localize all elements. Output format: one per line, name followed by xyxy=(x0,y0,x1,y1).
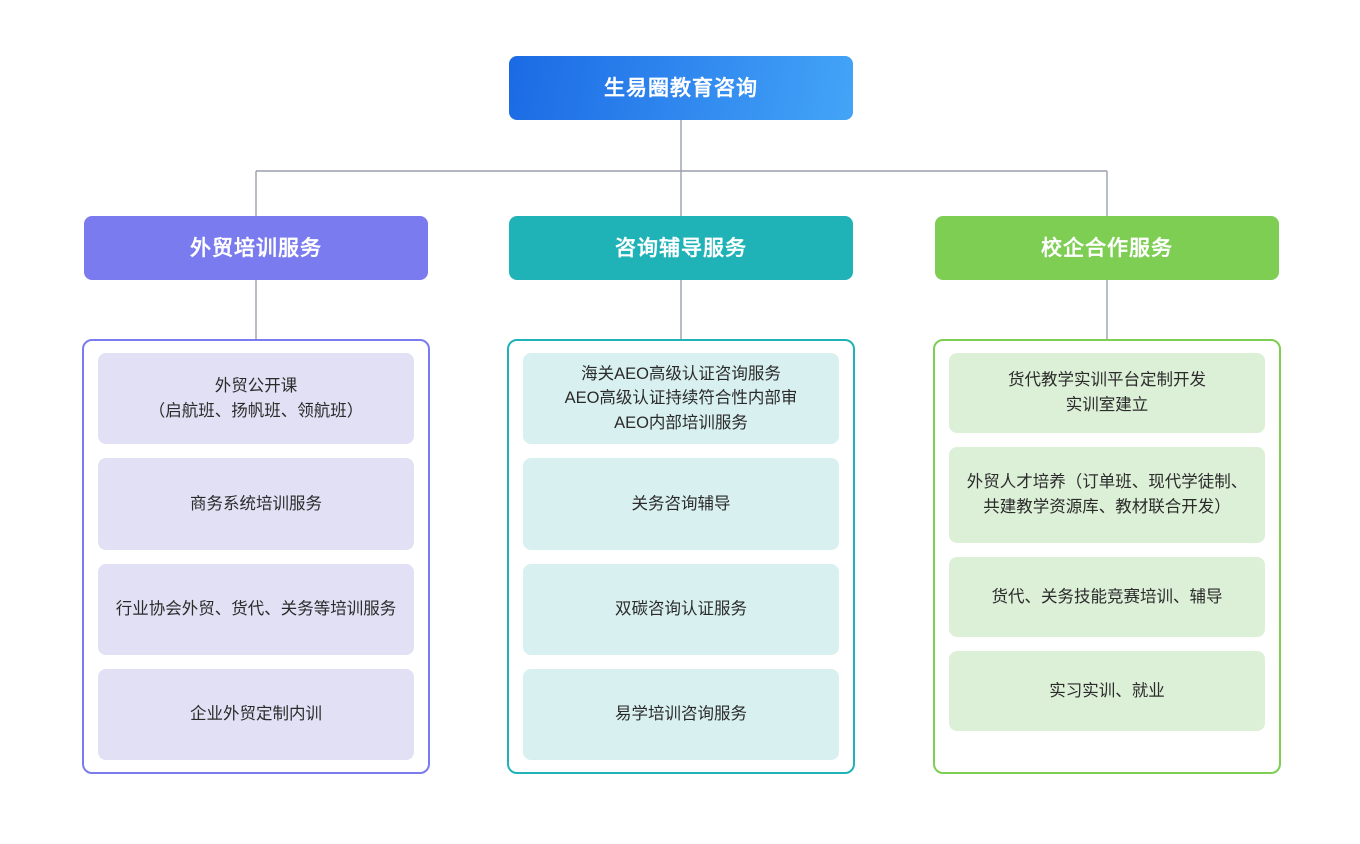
branch-header-label-2: 咨询辅导服务 xyxy=(615,236,747,260)
list-item[interactable]: 行业协会外贸、货代、关务等培训服务 xyxy=(98,563,414,655)
list-item[interactable]: 货代教学实训平台定制开发 实训室建立 xyxy=(949,353,1265,433)
list-item[interactable]: 易学培训咨询服务 xyxy=(523,668,839,760)
list-item[interactable]: 企业外贸定制内训 xyxy=(98,668,414,760)
branch-header-2[interactable]: 咨询辅导服务 xyxy=(509,216,853,280)
root-node[interactable]: 生易圈教育咨询 xyxy=(509,56,853,120)
branch-header-3[interactable]: 校企合作服务 xyxy=(935,216,1279,280)
list-item[interactable]: 海关AEO高级认证咨询服务 AEO高级认证持续符合性内部审 AEO内部培训服务 xyxy=(523,353,839,445)
branch-items-container-3: 货代教学实训平台定制开发 实训室建立 外贸人才培养（订单班、现代学徒制、共建教学… xyxy=(933,339,1281,774)
list-item[interactable]: 货代、关务技能竞赛培训、辅导 xyxy=(949,557,1265,637)
branch-column-3: 校企合作服务 货代教学实训平台定制开发 实训室建立 外贸人才培养（订单班、现代学… xyxy=(933,216,1281,774)
list-item[interactable]: 关务咨询辅导 xyxy=(523,458,839,550)
branch-column-2: 咨询辅导服务 海关AEO高级认证咨询服务 AEO高级认证持续符合性内部审 AEO… xyxy=(507,216,855,774)
branch-header-1[interactable]: 外贸培训服务 xyxy=(84,216,428,280)
branch-header-label-3: 校企合作服务 xyxy=(1041,236,1173,260)
branch-items-container-1: 外贸公开课 （启航班、扬帆班、领航班） 商务系统培训服务 行业协会外贸、货代、关… xyxy=(82,339,430,774)
branch-items-container-2: 海关AEO高级认证咨询服务 AEO高级认证持续符合性内部审 AEO内部培训服务 … xyxy=(507,339,855,774)
list-item[interactable]: 商务系统培训服务 xyxy=(98,458,414,550)
branch-header-label-1: 外贸培训服务 xyxy=(190,236,322,260)
list-item[interactable]: 外贸公开课 （启航班、扬帆班、领航班） xyxy=(98,353,414,445)
list-item[interactable]: 双碳咨询认证服务 xyxy=(523,563,839,655)
list-item[interactable]: 外贸人才培养（订单班、现代学徒制、共建教学资源库、教材联合开发） xyxy=(949,447,1265,543)
root-node-label: 生易圈教育咨询 xyxy=(604,76,758,100)
branch-column-1: 外贸培训服务 外贸公开课 （启航班、扬帆班、领航班） 商务系统培训服务 行业协会… xyxy=(82,216,430,774)
list-item[interactable]: 实习实训、就业 xyxy=(949,651,1265,731)
